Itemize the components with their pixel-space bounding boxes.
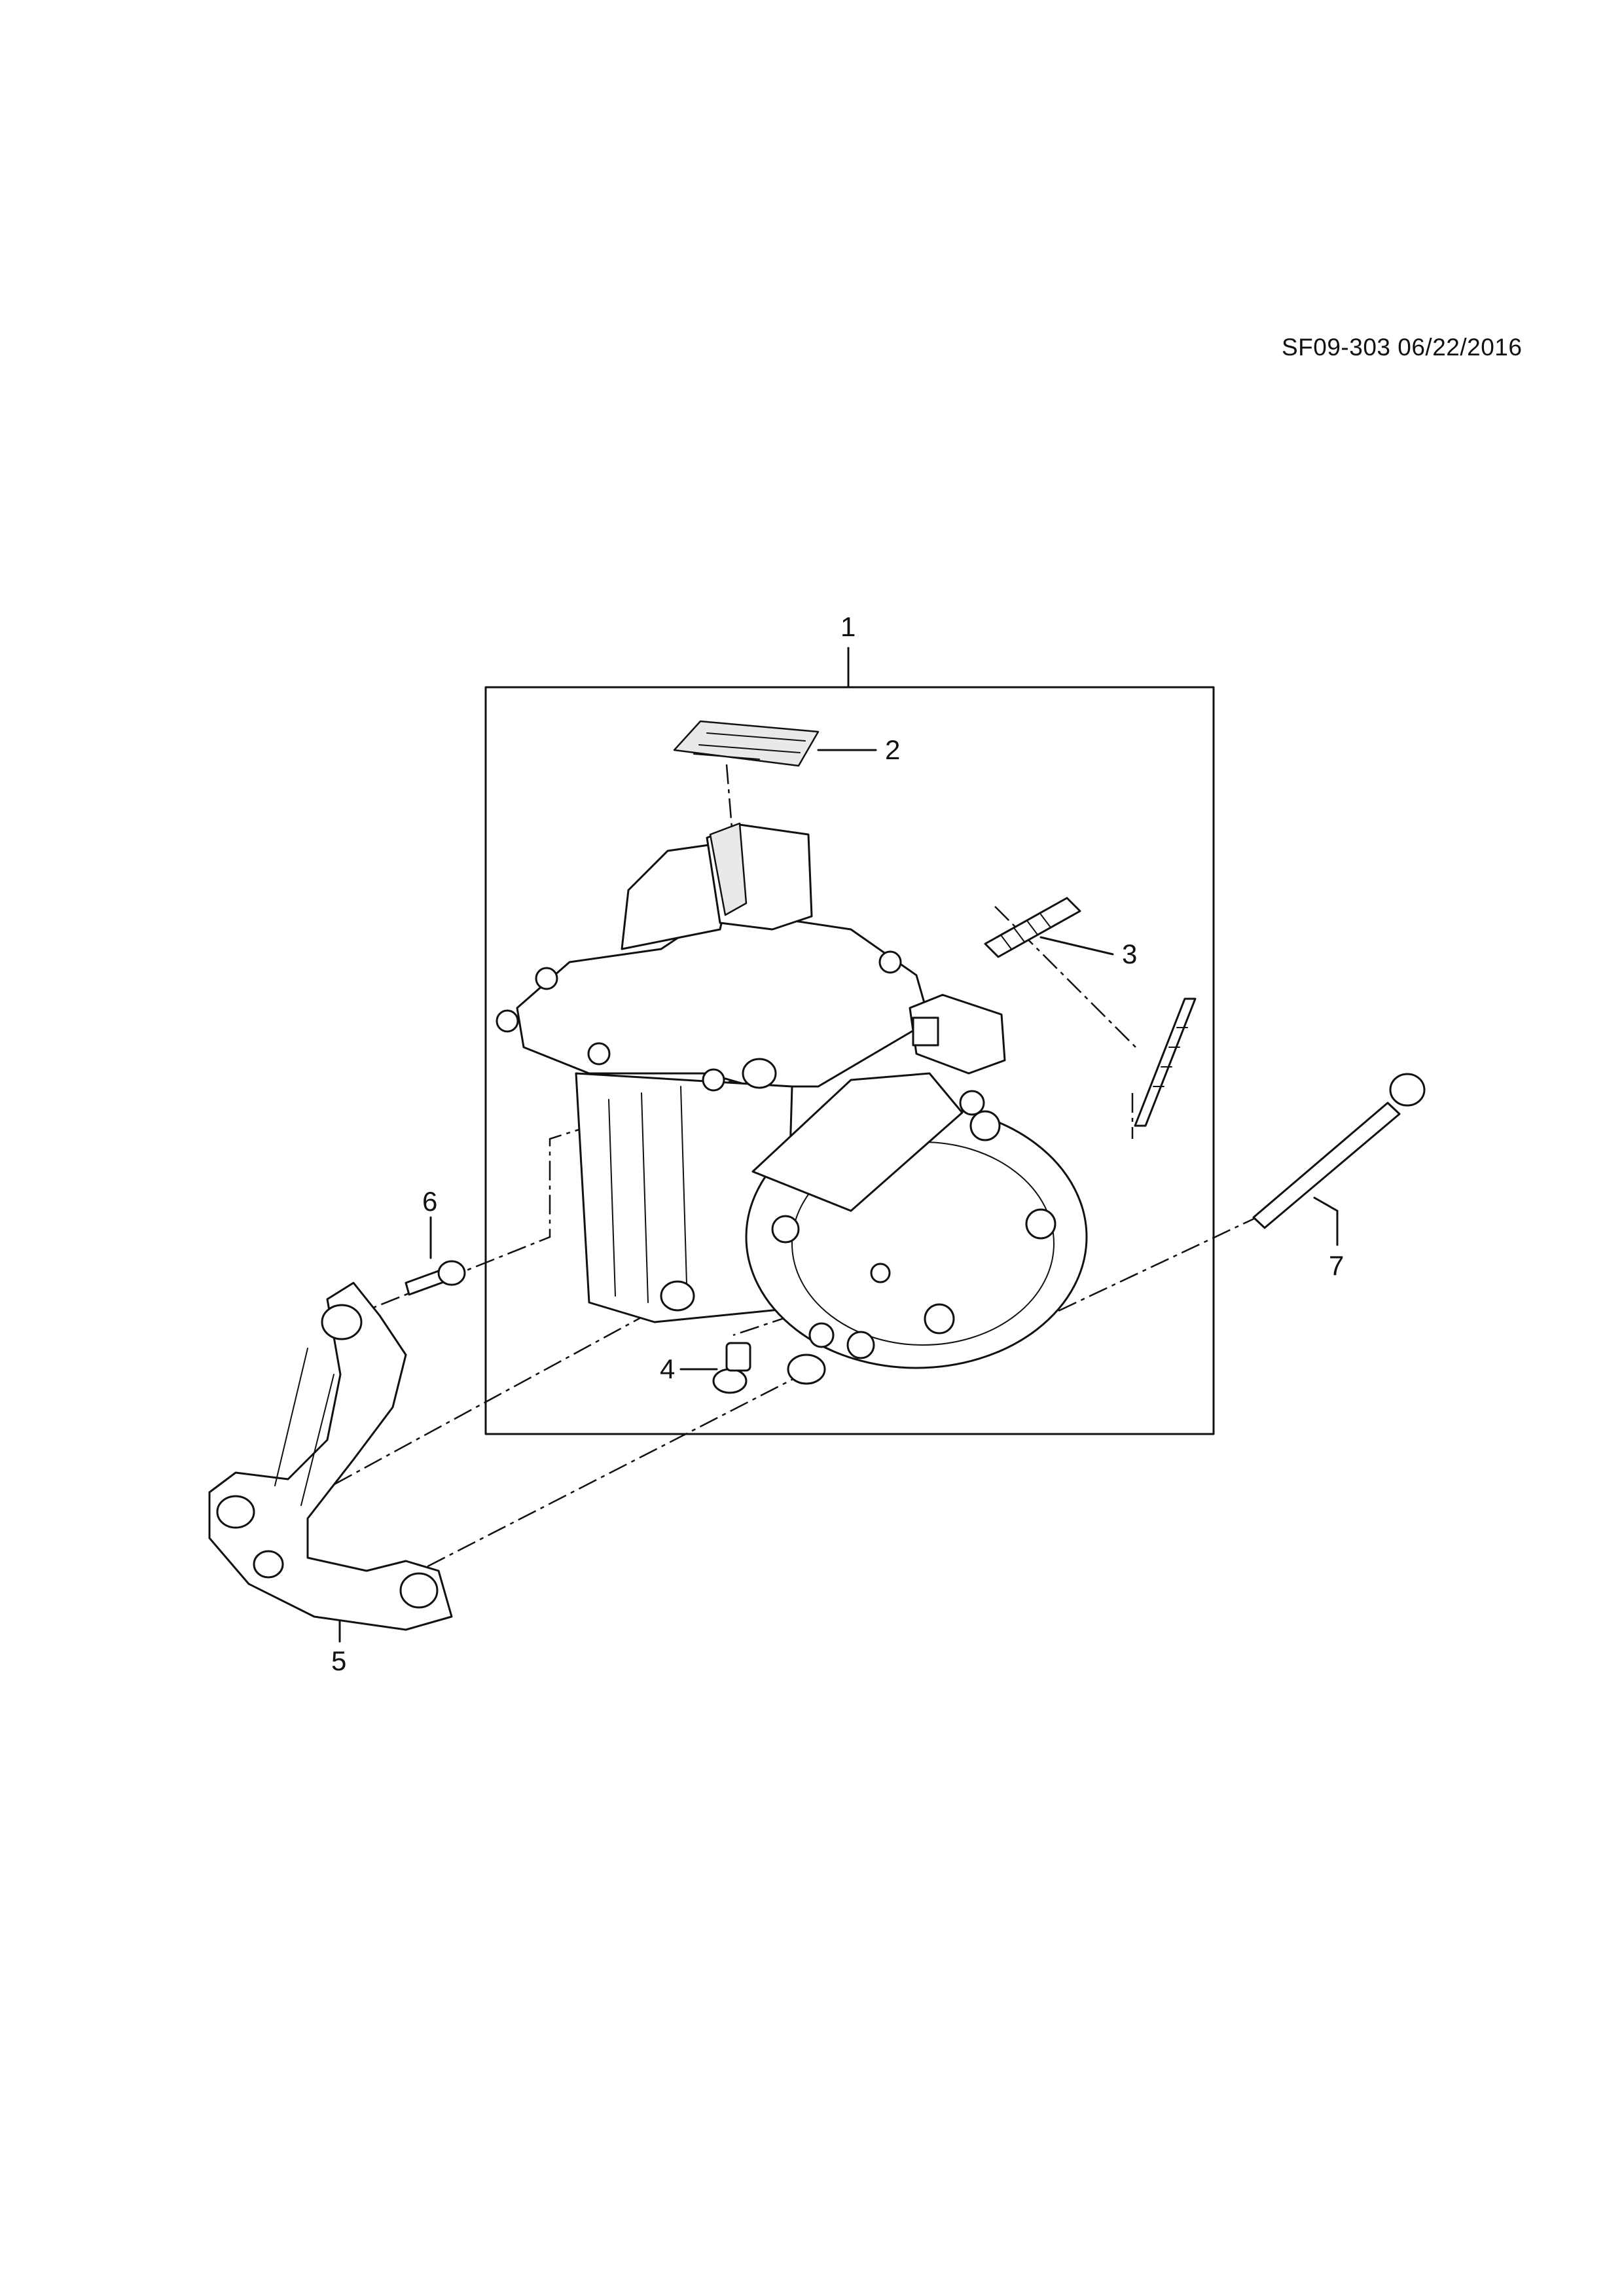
callout-1: 1 — [840, 611, 856, 642]
bolt-long — [1252, 1073, 1426, 1229]
stud-upper — [984, 897, 1081, 958]
callout-7: 7 — [1329, 1250, 1344, 1281]
callout-6: 6 — [422, 1186, 437, 1217]
compressor-body — [496, 822, 1088, 1385]
callout-4: 4 — [660, 1354, 675, 1384]
label-plate — [673, 720, 820, 767]
compressor-kit-frame — [484, 647, 1215, 1435]
drain-plug — [712, 1342, 751, 1394]
callout-2: 2 — [885, 734, 900, 765]
callout-numbers: 1 2 3 4 5 6 7 — [331, 611, 1344, 1676]
callout-5: 5 — [331, 1645, 346, 1676]
bolt-short — [405, 1260, 466, 1296]
drawing-code: SF09-303 06/22/2016 — [1282, 334, 1523, 361]
callout-3: 3 — [1122, 939, 1137, 969]
mounting-bracket — [208, 1282, 453, 1631]
stud-lower — [1134, 997, 1197, 1127]
